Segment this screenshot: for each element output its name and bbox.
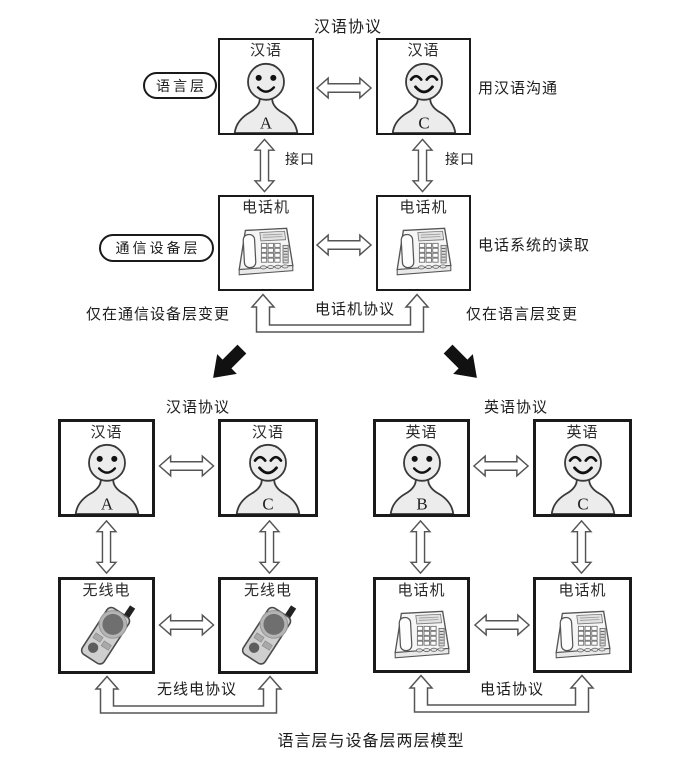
left-change-note: 仅在通信设备层变更 (86, 307, 231, 323)
interface-label-right: 接口 (445, 153, 475, 168)
person-box-bl-a: 汉语 A (58, 419, 155, 517)
diagram-caption: 语言层与设备层两层模型 (277, 733, 465, 750)
fat-arrow-icon (439, 341, 487, 387)
person-box-top-a: 汉语 A (218, 38, 314, 135)
person-icon: A (67, 442, 147, 514)
walkie-talkie-icon (71, 597, 143, 669)
u-turn-arrow-icon (408, 674, 595, 713)
right-change-note: 仅在语言层变更 (466, 307, 579, 323)
phone-box-bottom-left: 电话机 (373, 577, 470, 673)
bottom-left-protocol-title: 汉语协议 (165, 400, 230, 416)
phone-box-bottom-right: 电话机 (533, 577, 632, 673)
double-arrow-icon (315, 74, 373, 102)
radio-box-right: 无线电 (218, 577, 318, 674)
device-label: 无线电 (82, 583, 131, 599)
device-layer-pill: 通信设备层 (99, 234, 214, 262)
double-arrow-icon (93, 518, 120, 576)
person-language-label: 汉语 (249, 43, 282, 59)
u-turn-arrow-icon (250, 293, 430, 333)
double-arrow-icon (158, 452, 215, 480)
walkie-talkie-icon (232, 597, 304, 669)
person-box-br-b: 英语 B (373, 419, 470, 517)
double-arrow-icon (568, 518, 595, 576)
double-arrow-icon (474, 611, 530, 639)
person-box-bl-c: 汉语 C (218, 419, 318, 517)
telephone-icon (389, 604, 455, 660)
device-label: 电话机 (241, 200, 290, 216)
telephone-icon (233, 221, 299, 277)
person-language-label: 汉语 (407, 43, 440, 59)
person-box-top-c: 汉语 C (376, 38, 471, 135)
top-protocol-title: 汉语协议 (313, 19, 382, 36)
radio-protocol-label: 无线电协议 (156, 682, 237, 698)
u-turn-arrow-icon (94, 675, 283, 714)
person-language-label: 汉语 (251, 425, 284, 441)
interface-label-left: 接口 (285, 153, 315, 168)
device-note: 电话系统的读取 (478, 238, 591, 254)
device-label: 电话机 (397, 583, 446, 599)
bottom-right-protocol-title: 英语协议 (483, 400, 548, 416)
double-arrow-icon (407, 518, 434, 576)
person-letter: A (100, 495, 113, 514)
person-letter: C (262, 495, 273, 514)
person-letter: C (418, 114, 429, 133)
double-arrow-icon (409, 137, 436, 194)
person-language-label: 英语 (566, 425, 599, 441)
double-arrow-icon (472, 452, 530, 480)
phone-box-top-left: 电话机 (218, 195, 314, 291)
phone-box-top-right: 电话机 (376, 195, 471, 291)
fat-arrow-icon (203, 341, 251, 387)
device-label: 电话机 (558, 583, 607, 599)
radio-box-left: 无线电 (58, 577, 155, 674)
double-arrow-icon (256, 518, 283, 576)
person-icon: A (226, 61, 306, 133)
person-happy-icon: C (543, 442, 623, 514)
person-language-label: 英语 (405, 425, 438, 441)
communicate-note: 用汉语沟通 (478, 81, 559, 97)
double-arrow-icon (251, 137, 278, 194)
device-protocol-label: 电话机协议 (314, 302, 395, 318)
double-arrow-icon (158, 611, 215, 639)
person-icon: B (382, 442, 462, 514)
person-letter: C (577, 495, 588, 514)
person-letter: A (260, 114, 273, 133)
language-layer-pill: 语言层 (143, 72, 217, 99)
device-label: 无线电 (243, 583, 292, 599)
person-letter: B (416, 495, 427, 514)
telephone-icon (550, 604, 616, 660)
telephone-icon (391, 221, 457, 277)
person-language-label: 汉语 (90, 425, 123, 441)
person-box-br-c: 英语 C (533, 419, 632, 517)
person-happy-icon: C (384, 61, 464, 133)
device-label: 电话机 (399, 200, 448, 216)
phone-protocol-label: 电话协议 (479, 682, 544, 698)
person-happy-icon: C (228, 442, 308, 514)
double-arrow-icon (315, 231, 373, 259)
